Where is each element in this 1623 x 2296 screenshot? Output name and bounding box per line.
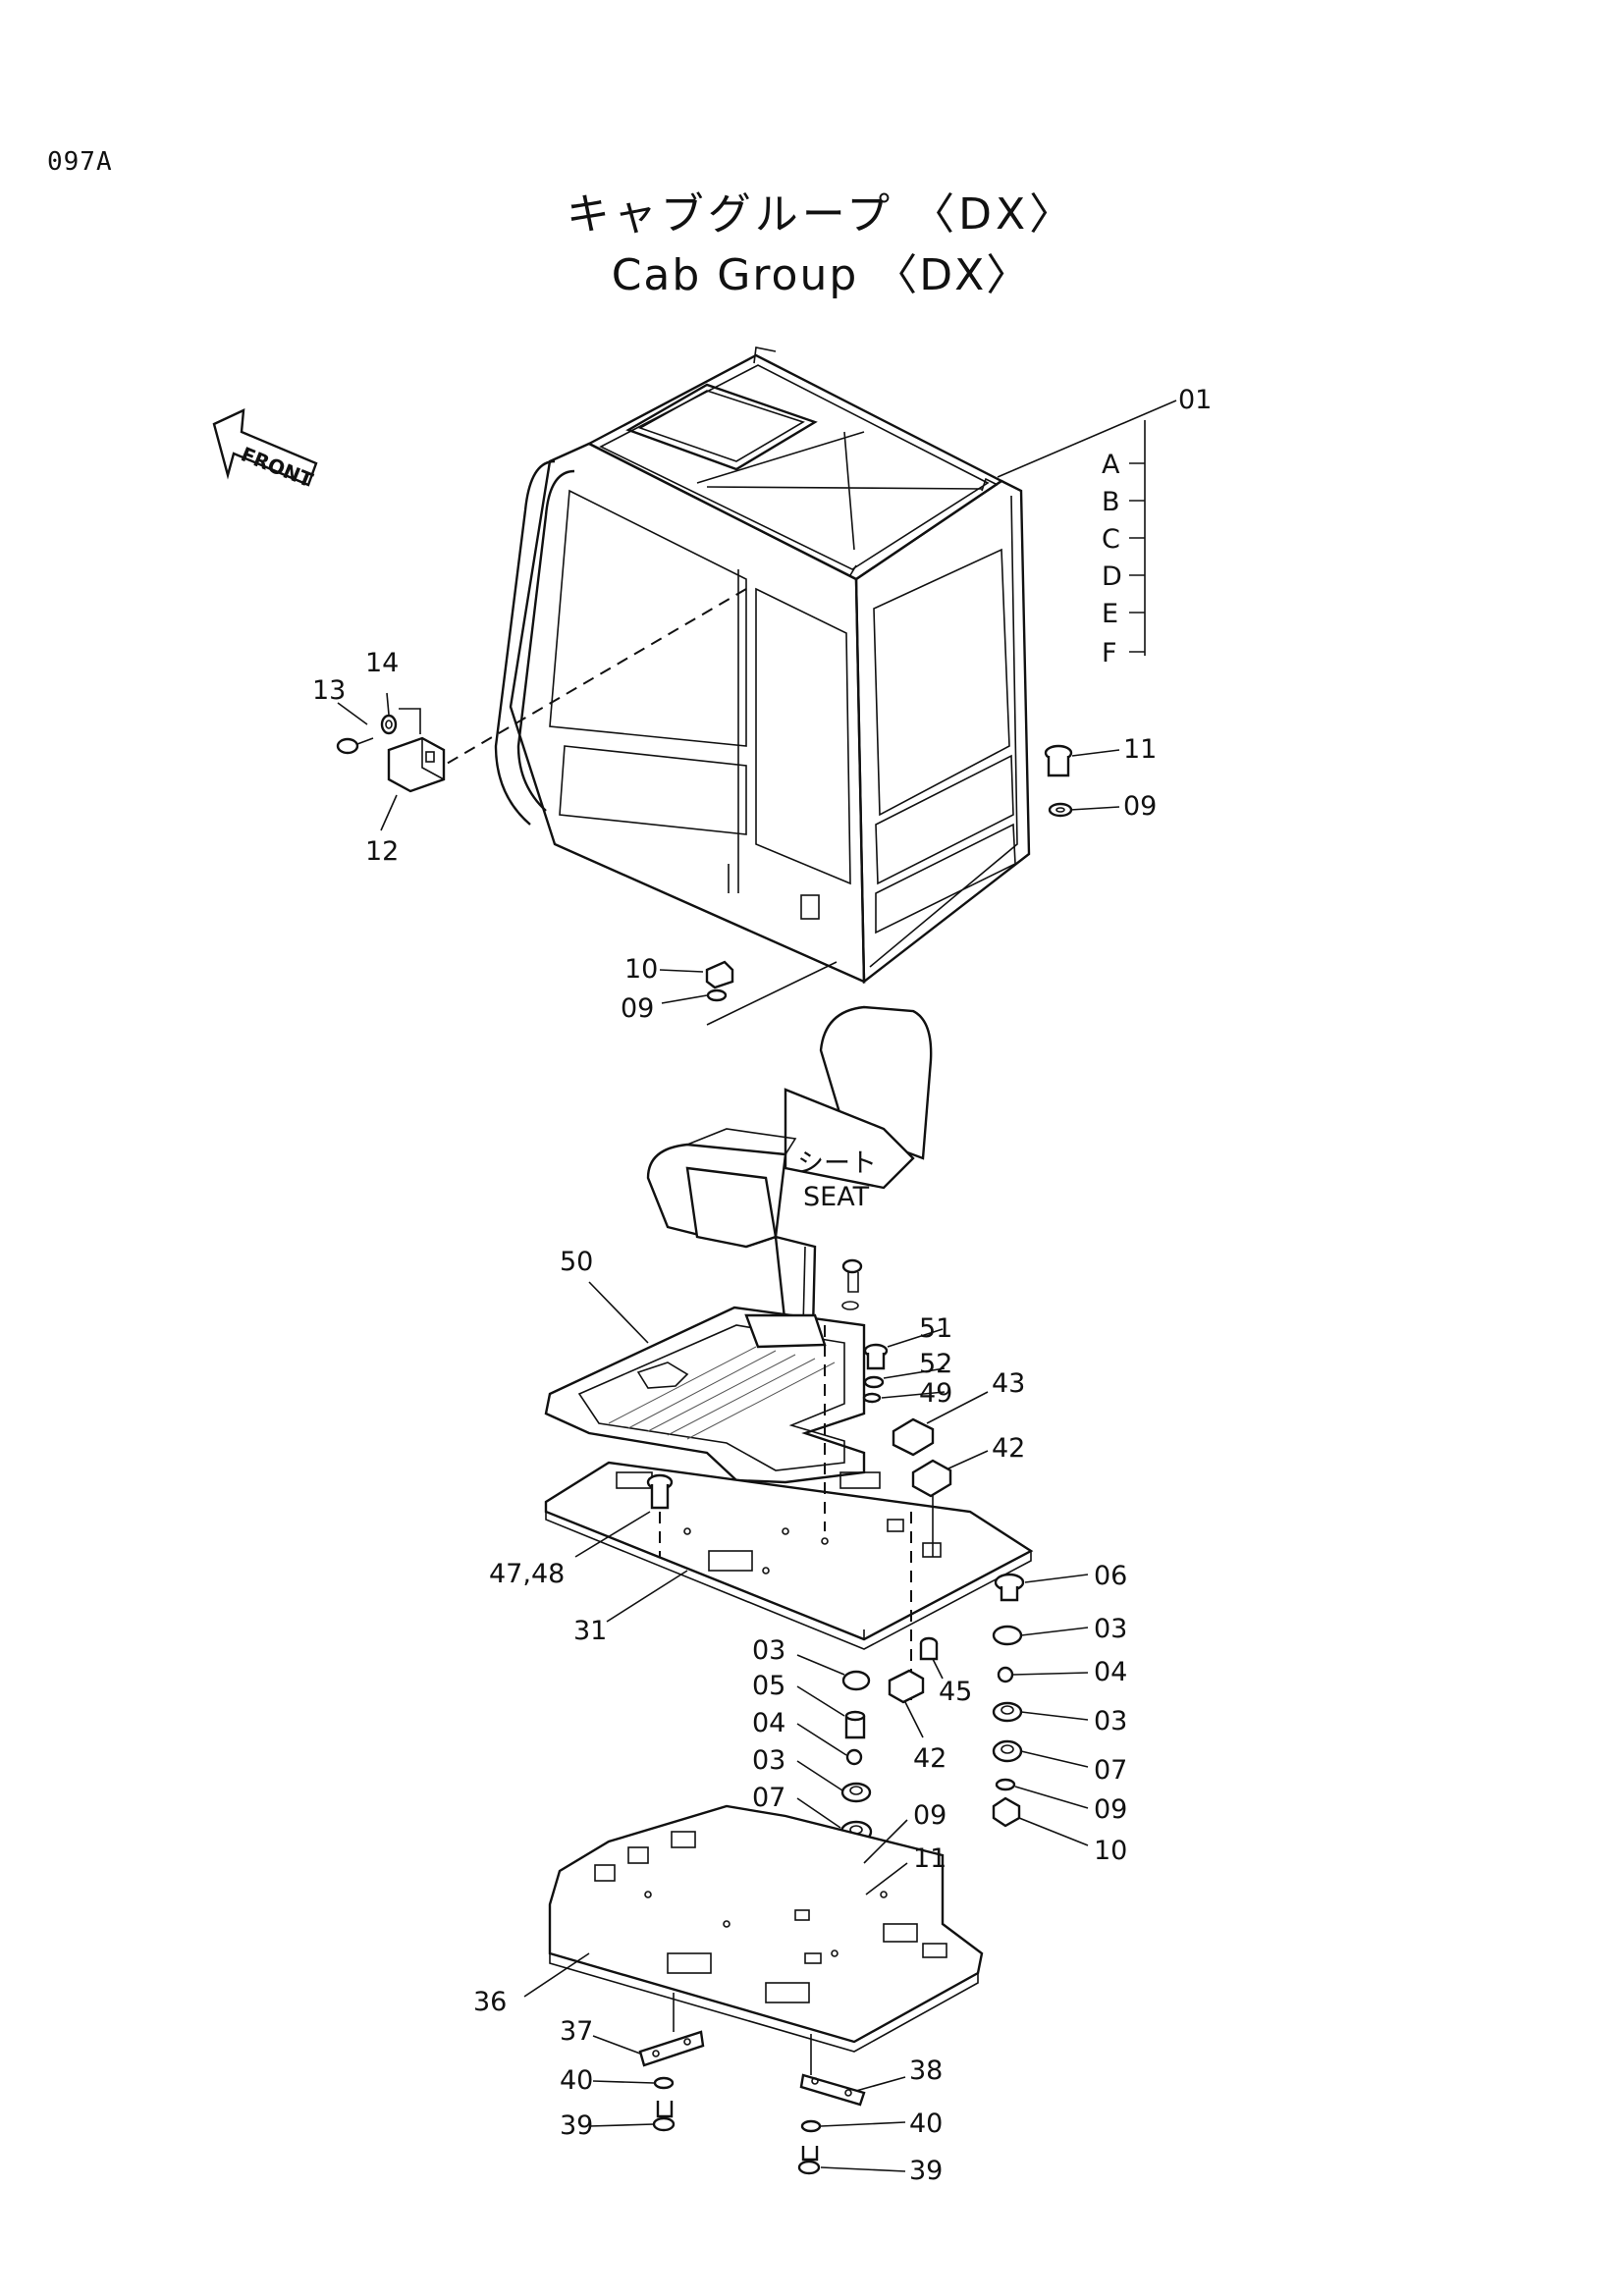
part-10-nut-right (992, 1796, 1021, 1828)
part-37-bracket (638, 1993, 705, 2067)
callout-40: 40 (560, 2065, 593, 2096)
callout-45: 45 (939, 1677, 972, 1707)
callout-03: 03 (752, 1745, 785, 1776)
callout-03: 03 (1094, 1614, 1127, 1644)
page-code: 097A (47, 147, 113, 177)
seat-label-en: SEAT (803, 1182, 870, 1212)
mat-hatching (608, 1346, 836, 1440)
part-50-floor-mat (544, 1306, 866, 1484)
part-51-bolt (863, 1343, 889, 1370)
variant-label: C (1102, 524, 1120, 555)
variant-list: A B C D E F (1102, 450, 1122, 668)
leader-lines (337, 400, 1177, 2172)
part-36-base-plate (548, 1804, 984, 2053)
callout-38: 38 (909, 2056, 943, 2086)
callout-05: 05 (752, 1671, 785, 1701)
part-09-washer-upper (1048, 802, 1073, 818)
seat (646, 1005, 933, 1332)
part-03-rubber-d (840, 1782, 872, 1803)
callout-03: 03 (1094, 1706, 1127, 1736)
part-40-washer-right (800, 2119, 822, 2133)
callout-11: 11 (913, 1843, 947, 1874)
part-09-washer-right (995, 1778, 1016, 1791)
part-13-bolt (336, 737, 374, 755)
cab-frame (494, 347, 1031, 985)
title-japanese: キャブグループ 〈DX〉 (566, 189, 1077, 240)
part-10-nut-upper (705, 960, 734, 989)
callout-42: 42 (992, 1433, 1025, 1464)
part-39-bolt-left (652, 2101, 676, 2132)
callout-42: 42 (913, 1743, 947, 1774)
part-38-bracket (799, 2034, 866, 2107)
callout-09: 09 (621, 993, 654, 1024)
callout-04: 04 (1094, 1657, 1127, 1687)
callout-10: 10 (1094, 1836, 1127, 1866)
front-label: FRONT (238, 442, 316, 492)
part-42-grommet-lower (888, 1669, 925, 1704)
callout-52: 52 (919, 1349, 952, 1379)
callout-47-48: 47,48 (489, 1559, 565, 1589)
callout-09: 09 (1094, 1794, 1127, 1825)
callout-06: 06 (1094, 1561, 1127, 1591)
part-07-plate-a (992, 1739, 1023, 1763)
callout-13: 13 (312, 675, 346, 706)
variant-label: F (1102, 638, 1117, 668)
part-49-washer (862, 1392, 882, 1404)
callout-37: 37 (560, 2016, 593, 2047)
callout-07: 07 (1094, 1755, 1127, 1786)
callout-36: 36 (473, 1987, 507, 2017)
part-47-48-bolt (646, 1473, 674, 1557)
callout-03: 03 (752, 1635, 785, 1666)
part-42-grommet-upper (911, 1459, 952, 1498)
variant-label: A (1102, 450, 1120, 480)
variant-label: B (1102, 487, 1120, 517)
callout-39: 39 (909, 2156, 943, 2186)
callout-49: 49 (919, 1378, 952, 1409)
part-04-collar-a (997, 1666, 1014, 1683)
title-english: Cab Group 〈DX〉 (611, 250, 1032, 300)
part-31-floor-plate (544, 1461, 1034, 1650)
callout-numbers: 01 11 09 13 14 12 10 09 50 51 52 49 43 4… (312, 385, 1212, 2186)
part-03-rubber-c (841, 1670, 871, 1691)
part-04-collar-b (845, 1748, 863, 1766)
part-43-grommet (892, 1417, 935, 1457)
part-03-rubber-a (992, 1625, 1023, 1646)
callout-40: 40 (909, 2109, 943, 2139)
callout-43: 43 (992, 1368, 1025, 1399)
callout-12: 12 (365, 836, 399, 867)
part-45-spacer (919, 1636, 939, 1661)
callout-14: 14 (365, 648, 399, 678)
callout-04: 04 (752, 1708, 785, 1738)
callout-39: 39 (560, 2110, 593, 2141)
front-arrow-icon: FRONT (212, 408, 318, 492)
part-39-bolt-right (797, 2146, 821, 2175)
variant-label: D (1102, 561, 1122, 592)
part-05-sleeve (844, 1710, 866, 1739)
variant-label: E (1102, 599, 1118, 629)
callout-09: 09 (913, 1800, 947, 1831)
callout-10: 10 (624, 954, 658, 985)
part-11-bolt-upper (1044, 744, 1073, 777)
part-12-bracket (387, 736, 446, 793)
part-09-washer-mid (706, 988, 728, 1002)
callout-50: 50 (560, 1247, 593, 1277)
part-06-mount (994, 1573, 1025, 1602)
part-40-washer-left (653, 2076, 675, 2090)
part-03-rubber-b (992, 1701, 1023, 1723)
callout-11: 11 (1123, 734, 1157, 765)
seat-label-jp: シート (797, 1148, 877, 1179)
callout-51: 51 (919, 1313, 952, 1344)
callout-07: 07 (752, 1783, 785, 1813)
callout-09: 09 (1123, 791, 1157, 822)
callout-31: 31 (573, 1616, 607, 1646)
part-52-washer (863, 1375, 885, 1389)
part-14-washer (380, 714, 398, 735)
callout-01: 01 (1178, 385, 1212, 415)
